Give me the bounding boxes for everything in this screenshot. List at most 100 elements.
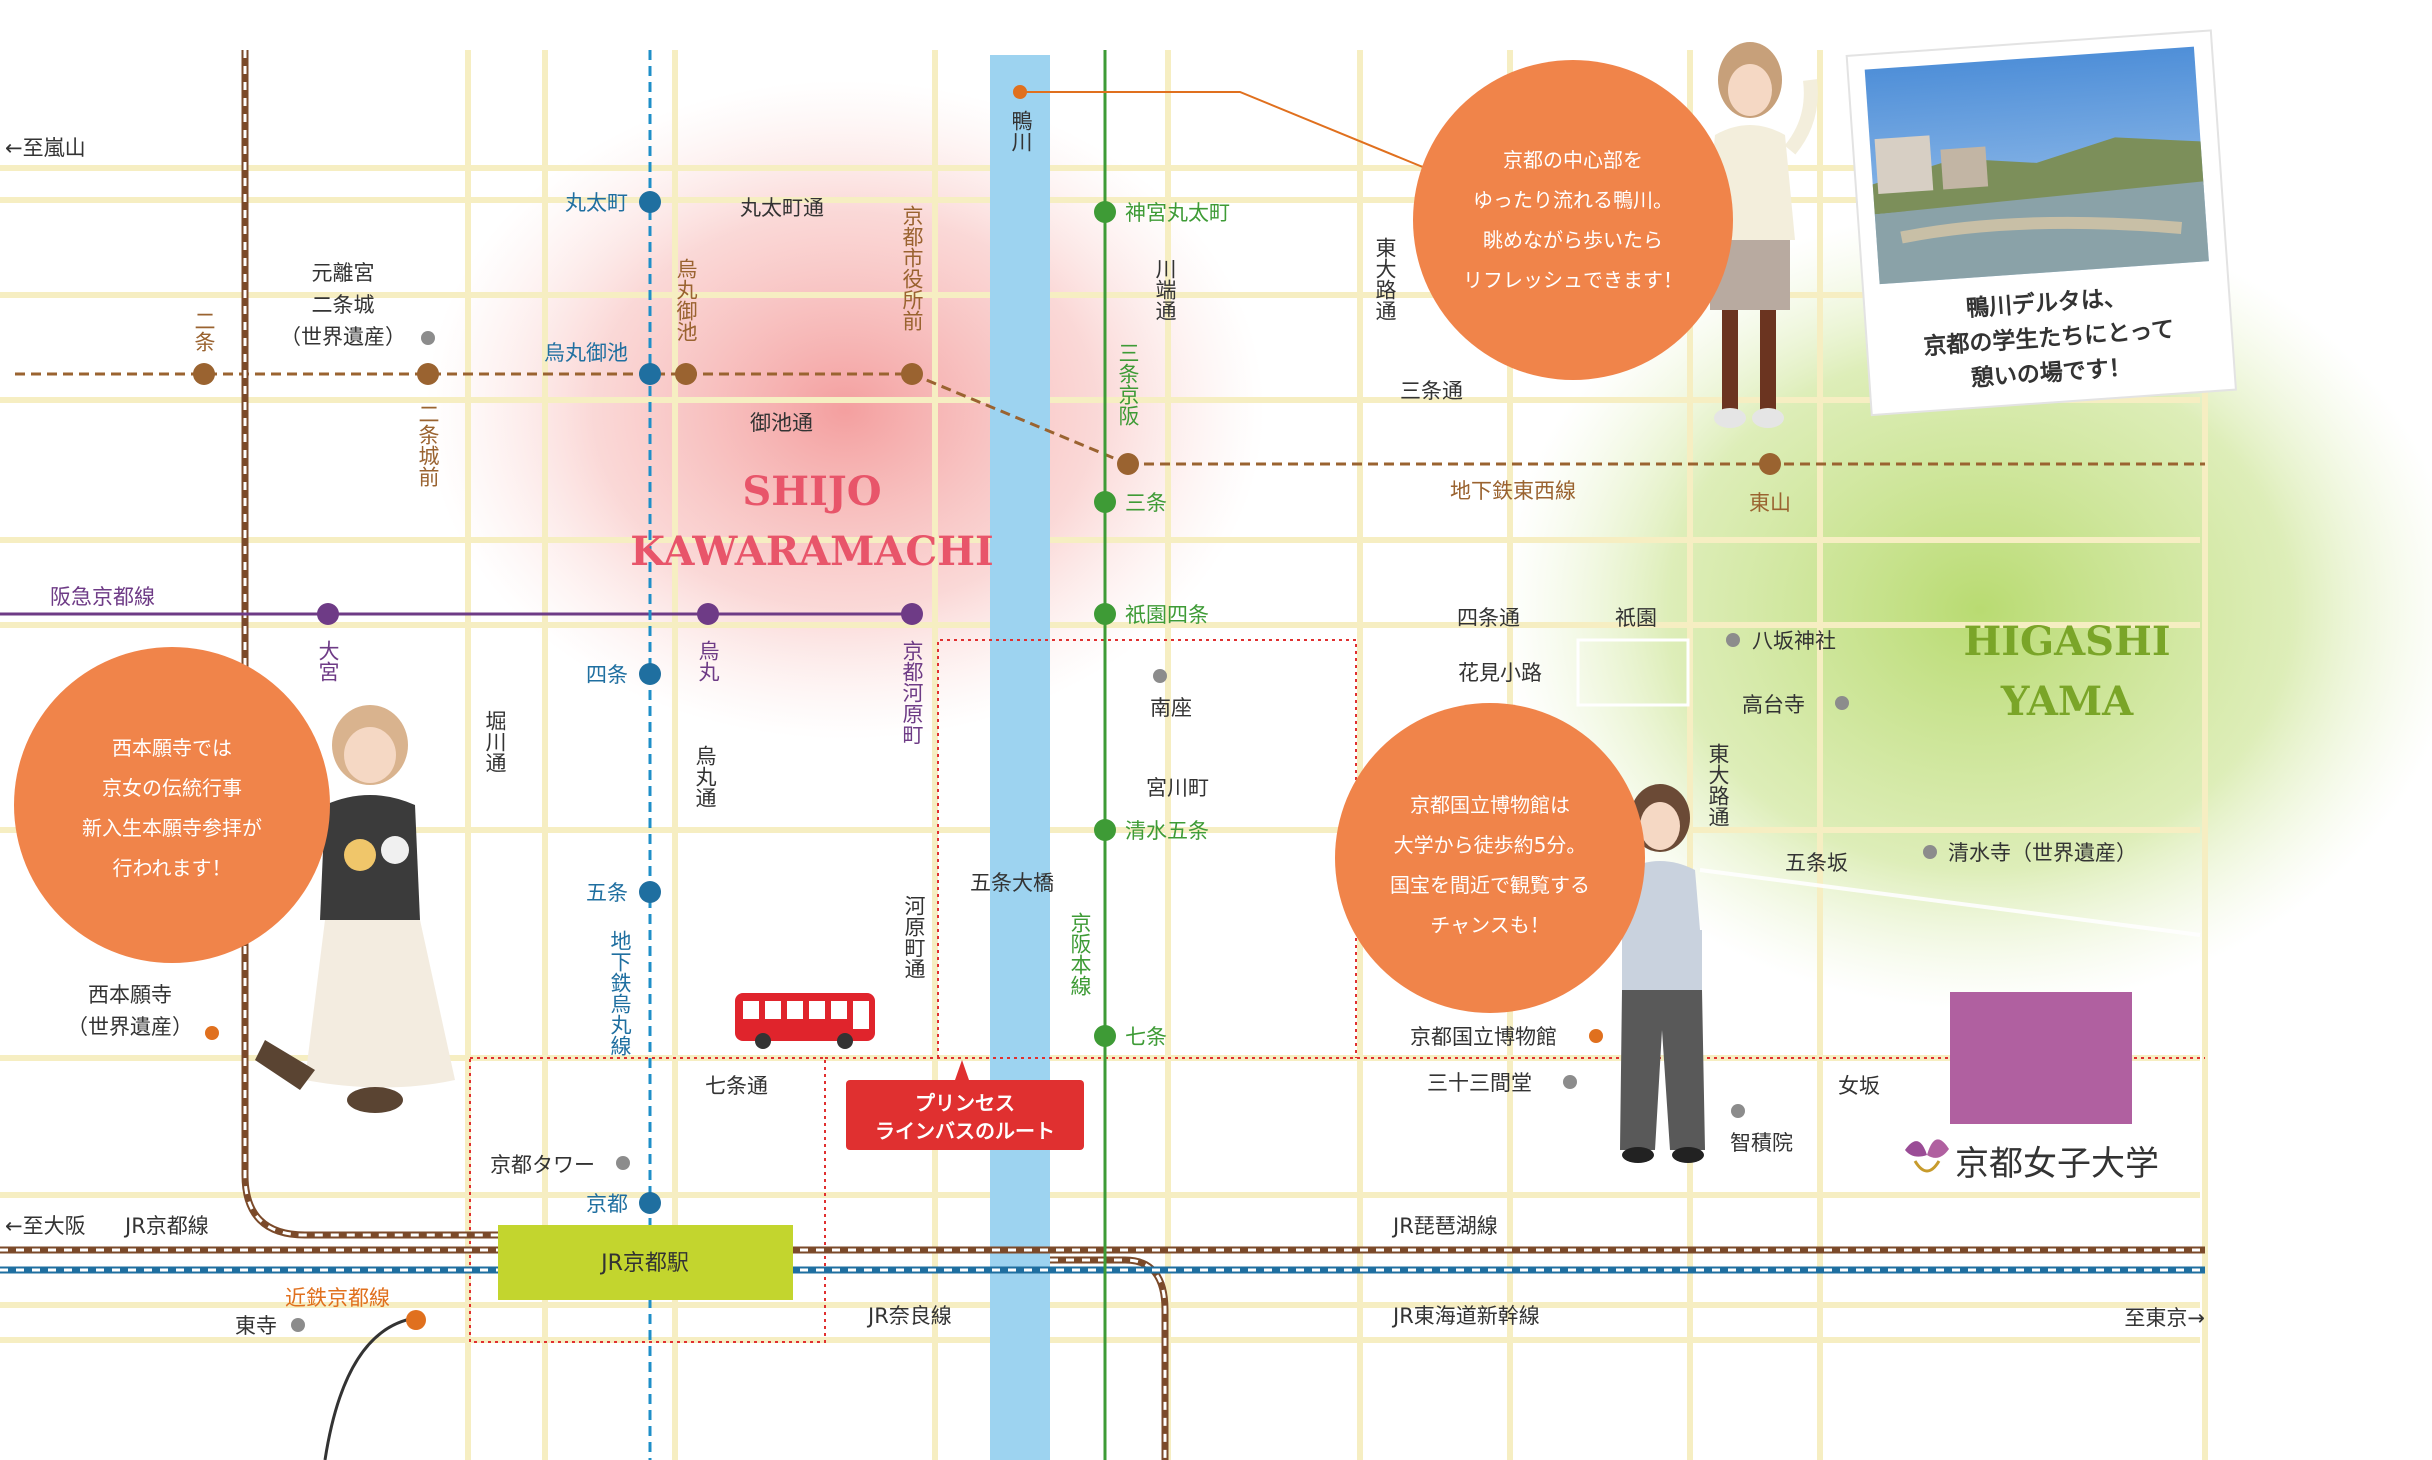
svg-text:大学から徒歩約5分。: 大学から徒歩約5分。 — [1394, 833, 1587, 857]
landmark-kyoto-tower: 京都タワー — [490, 1153, 595, 1177]
landmark-miyagawacho: 宮川町 — [1146, 776, 1209, 800]
bus-icon — [735, 993, 875, 1049]
bus-route-label-2: ラインバスのルート — [875, 1119, 1055, 1143]
station-kyoto-subway[interactable] — [639, 1192, 661, 1214]
svg-text:チャンスも！: チャンスも！ — [1430, 913, 1549, 937]
label-shichijo: 七条 — [1125, 1025, 1167, 1049]
station-shijo[interactable] — [639, 663, 661, 685]
jr-kyoto-station-box[interactable] — [498, 1225, 793, 1300]
landmark-nijojo-3: （世界遺産） — [280, 325, 406, 349]
label-karasuma: 烏丸 — [696, 640, 720, 682]
bus-route-label-1: プリンセス — [915, 1091, 1015, 1115]
bubble-kamogawa: 京都の中心部を ゆったり流れる鴨川。 眺めながら歩いたら リフレッシュできます！ — [1413, 60, 1733, 380]
university-name[interactable]: 京都女子大学 — [1955, 1144, 2159, 1184]
landmark-chishakuin: 智積院 — [1730, 1131, 1793, 1155]
landmark-yasaka-jinja: 八坂神社 — [1752, 629, 1836, 653]
station-nijojo-mae[interactable] — [417, 363, 439, 385]
label-jr-biwako: JR琵琶湖線 — [1391, 1214, 1498, 1238]
station-omiya[interactable] — [317, 603, 339, 625]
station-nijo[interactable] — [193, 363, 215, 385]
label-jr-nara: JR奈良線 — [866, 1304, 952, 1328]
bubble-museum: 京都国立博物館は 大学から徒歩約5分。 国宝を間近で観覧する チャンスも！ — [1335, 703, 1645, 1013]
student-figure-museum — [1620, 784, 1705, 1163]
landmark-national-museum: 京都国立博物館 — [1410, 1025, 1557, 1049]
landmark-nijojo-1: 元離宮 — [312, 261, 375, 285]
shijo-area-glow — [425, 80, 1265, 740]
label-kintetsu: 近鉄京都線 — [285, 1286, 390, 1310]
station-sanjo-keihan[interactable] — [1117, 453, 1139, 475]
label-keihan: 京阪本線 — [1068, 912, 1092, 996]
river-kamo: 鴨川 — [1009, 110, 1033, 152]
label-sanjo: 三条 — [1125, 491, 1167, 515]
label-jr-kyoto: JR京都線 — [123, 1214, 209, 1238]
station-kyoto-shiyakusho-mae[interactable] — [901, 363, 923, 385]
street-hanamikoji: 花見小路 — [1458, 661, 1542, 685]
station-gojo[interactable] — [639, 881, 661, 903]
svg-text:京都国立博物館は: 京都国立博物館は — [1410, 793, 1570, 817]
bus-route-label-box[interactable] — [846, 1080, 1084, 1150]
student-figure-honganji — [255, 705, 455, 1113]
station-marutamachi[interactable] — [639, 191, 661, 213]
label-omiya: 大宮 — [316, 640, 340, 682]
svg-text:新入生本願寺参拝が: 新入生本願寺参拝が — [82, 816, 262, 840]
street-horikawa: 堀川通 — [483, 710, 507, 773]
label-karasuma-oike: 烏丸御池 — [544, 341, 628, 365]
station-gion-shijo[interactable] — [1094, 603, 1116, 625]
street-gojozaka: 五条坂 — [1785, 851, 1848, 875]
university-logo-icon — [1905, 1139, 1949, 1173]
jr-main-lines — [0, 1246, 2205, 1274]
landmark-nishi-honganji-1: 西本願寺 — [88, 983, 172, 1007]
svg-text:行われます！: 行われます！ — [113, 856, 232, 880]
street-kawabata: 川端通 — [1153, 258, 1177, 321]
label-shinkansen: JR東海道新幹線 — [1391, 1304, 1540, 1328]
station-shichijo[interactable] — [1094, 1025, 1116, 1047]
station-kiyomizu-gojo[interactable] — [1094, 819, 1116, 841]
landmark-kiyomizudera: 清水寺（世界遺産） — [1948, 841, 2137, 865]
station-karasuma-oike-tozai[interactable] — [675, 363, 697, 385]
svg-text:西本願寺では: 西本願寺では — [112, 736, 232, 760]
label-kiyomizu-gojo: 清水五条 — [1125, 819, 1209, 843]
station-jingu-marutamachi[interactable] — [1094, 201, 1116, 223]
street-higashioji-north: 東大路通 — [1373, 237, 1397, 321]
label-hankyu: 阪急京都線 — [50, 585, 155, 609]
tozai-line — [15, 372, 2205, 466]
svg-text:京女の伝統行事: 京女の伝統行事 — [102, 776, 242, 800]
station-toji[interactable] — [406, 1310, 426, 1330]
street-kawaramachi: 河原町通 — [902, 895, 926, 979]
label-shijo: 四条 — [586, 663, 628, 687]
station-karasuma-oike[interactable] — [639, 363, 661, 385]
street-shichijo: 七条通 — [705, 1074, 768, 1098]
svg-text:京都の中心部を: 京都の中心部を — [1503, 148, 1643, 172]
label-to-tokyo: 至東京→ — [2124, 1306, 2205, 1330]
station-higashiyama[interactable] — [1759, 453, 1781, 475]
station-sanjo[interactable] — [1094, 491, 1116, 513]
landmark-toji: 東寺 — [235, 1314, 277, 1338]
label-sanjo-keihan: 三条京阪 — [1116, 342, 1140, 426]
label-karasuma-subway: 地下鉄烏丸線 — [608, 930, 632, 1056]
landmark-sanjusangendo: 三十三間堂 — [1427, 1071, 1532, 1095]
svg-text:国宝を間近で観覧する: 国宝を間近で観覧する — [1390, 873, 1590, 897]
kamo-river — [990, 55, 1050, 1460]
street-onnazaka: 女坂 — [1838, 1074, 1880, 1098]
landmark-minamiza: 南座 — [1150, 696, 1192, 720]
jr-sagano-line — [241, 50, 500, 1239]
area-title-yama: YAMA — [2000, 678, 2134, 725]
svg-text:ゆったり流れる鴨川。: ゆったり流れる鴨川。 — [1473, 188, 1673, 212]
area-title-higashi: HIGASHI — [1963, 618, 2170, 665]
station-kyoto-kawaramachi[interactable] — [901, 603, 923, 625]
label-kyoto-shiyakusho-mae: 京都市役所前 — [900, 205, 924, 331]
kintetsu-line — [323, 1316, 416, 1460]
svg-text:リフレッシュできます！: リフレッシュできます！ — [1463, 268, 1683, 292]
station-karasuma[interactable] — [697, 603, 719, 625]
label-to-osaka: ←至大阪 — [5, 1214, 86, 1238]
photo-card[interactable]: 鴨川デルタは、 京都の学生たちにとって 憩いの場です！ — [1845, 29, 2237, 417]
label-higashiyama: 東山 — [1749, 491, 1791, 515]
label-kyoto: 京都 — [586, 1192, 628, 1216]
label-gojo: 五条 — [586, 881, 628, 905]
label-jingu-marutamachi: 神宮丸太町 — [1125, 201, 1230, 225]
label-karasuma-oike-brown: 烏丸御池 — [674, 258, 698, 342]
university-campus[interactable] — [1950, 992, 2132, 1124]
area-title-kawaramachi: KAWARAMACHI — [630, 528, 994, 575]
landmark-dots — [205, 331, 1937, 1332]
